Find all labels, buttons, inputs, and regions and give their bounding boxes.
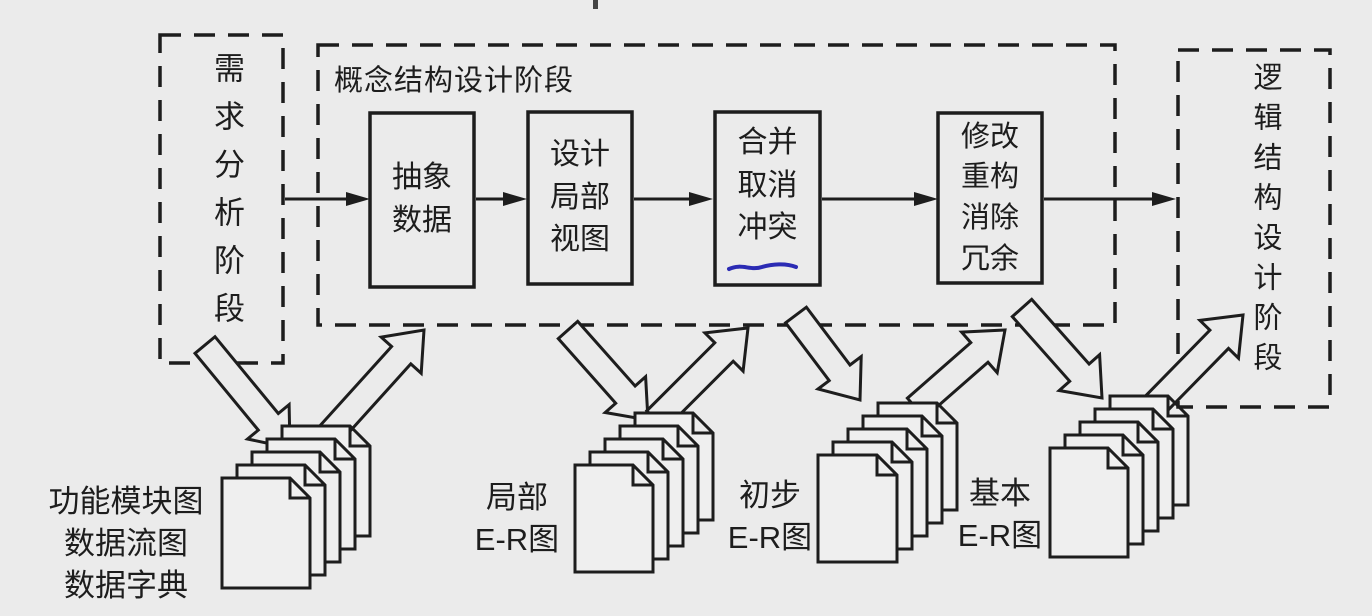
document-page	[573, 463, 655, 574]
up-arrow-preliminary-er-to-conceptual	[905, 328, 1007, 420]
down-arrow-requirements-to-docs	[192, 334, 292, 450]
document-stack-basic-er	[1048, 394, 1190, 559]
flow-arrow-to-logical-phase	[1044, 192, 1176, 206]
step-box-abstract-data	[368, 111, 476, 289]
flow-arrow-merge-to-modify	[822, 192, 938, 206]
document-page	[220, 476, 312, 590]
document-stack-preliminary-er	[816, 401, 959, 564]
up-arrow-docs-to-conceptual	[318, 328, 426, 445]
flow-arrow-localview-to-merge	[634, 192, 713, 206]
document-page	[816, 453, 899, 564]
flow-arrow-into-abstract	[285, 192, 370, 206]
step-box-merge-resolve-conflicts	[713, 110, 822, 287]
up-arrow-local-er-to-conceptual	[644, 326, 750, 432]
artifact-label-preliminary-er: 初步 E-R图	[727, 478, 813, 556]
step-box-design-local-views	[526, 110, 634, 286]
requirements-phase-label: 需求分析阶段	[209, 52, 244, 340]
document-stack-requirements	[220, 424, 372, 590]
step-label-merge-resolve-conflicts: 合并 取消 冲突	[737, 126, 798, 245]
blue-underline-annotation	[727, 262, 798, 271]
down-arrow-to-preliminary-er	[783, 305, 863, 402]
down-arrow-to-local-er	[556, 319, 650, 422]
artifact-label-requirements-docs: 功能模块图 数据流图 数据字典	[48, 484, 204, 604]
step-box-modify-eliminate-redundancy	[936, 111, 1044, 285]
conceptual-phase-title: 概念结构设计阶段	[334, 65, 575, 97]
down-arrow-to-basic-er	[1010, 297, 1104, 400]
up-arrow-basic-er-to-logical	[1138, 313, 1245, 422]
step-label-modify-eliminate-redundancy: 修改 重构 消除 冗余	[960, 120, 1019, 275]
document-page	[1048, 446, 1130, 559]
logical-phase-label: 逻辑结构设计阶段	[1249, 62, 1281, 382]
logical-phase-box	[1176, 48, 1332, 409]
artifact-label-local-er: 局部 E-R图	[474, 480, 560, 558]
conceptual-phase-box	[316, 43, 1117, 327]
document-stack-local-er	[573, 411, 715, 574]
flow-arrow-abstract-to-localview	[476, 192, 527, 206]
step-label-design-local-views: 设计 局部 视图	[550, 138, 610, 257]
stray-cursor-tick	[593, 0, 598, 9]
step-label-abstract-data: 抽象 数据	[392, 161, 452, 237]
artifact-label-basic-er: 基本 E-R图	[957, 476, 1043, 554]
